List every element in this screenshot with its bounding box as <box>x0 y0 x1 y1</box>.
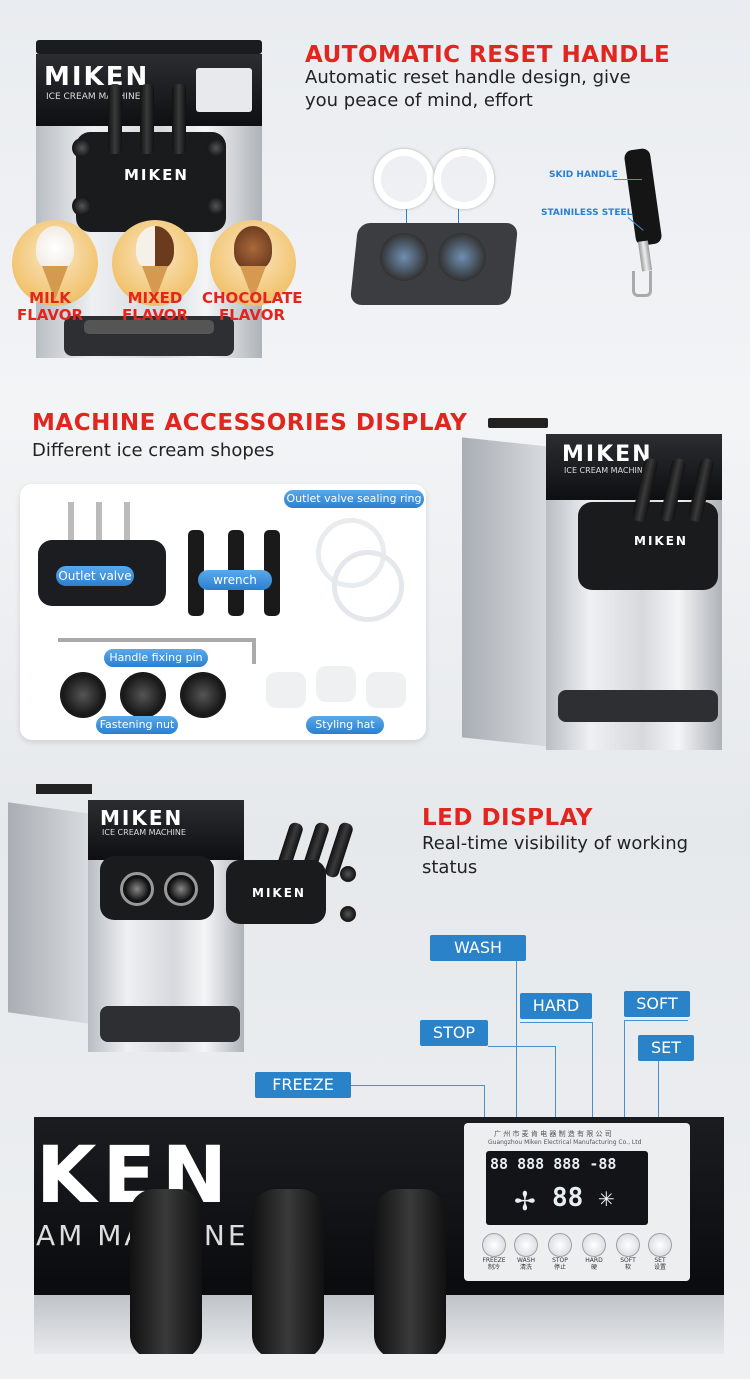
set-icon <box>648 1233 672 1257</box>
flavor-label-milk: MILK FLAVOR <box>16 289 84 324</box>
label-hard: HARD <box>520 993 592 1019</box>
panel-button-set[interactable]: SET 设置 <box>644 1233 676 1271</box>
panel-button-hard[interactable]: HARD 硬 <box>578 1233 610 1271</box>
handle-block-image: MIKEN <box>222 818 360 930</box>
stainless-steel-label: STAINILESS STEEL <box>541 208 633 218</box>
label-stop: STOP <box>420 1020 488 1046</box>
tag-fixing-pin: Handle fixing pin <box>104 649 208 667</box>
led-digits-mid: 88 <box>552 1183 584 1213</box>
tag-styling-hat: Styling hat <box>306 716 384 734</box>
tag-wrench: wrench <box>198 570 272 590</box>
machine2-panel-logo: MIKEN <box>634 534 688 548</box>
section2-subtitle: Different ice cream shopes <box>32 440 275 461</box>
machine-panel-logo: MIKEN <box>124 166 189 184</box>
section1-title: AUTOMATIC RESET HANDLE <box>305 42 671 68</box>
tag-fastening-nut: Fastening nut <box>96 716 178 734</box>
led-screen: 88 888 888 -88 ✢ 88 ✳ <box>486 1151 648 1225</box>
fan-icon: ✢ <box>514 1187 536 1217</box>
cone-mixed-image <box>112 220 198 306</box>
cone-milk-image <box>12 220 98 306</box>
panel-button-soft[interactable]: SOFT 软 <box>612 1233 644 1271</box>
label-soft: SOFT <box>624 991 690 1017</box>
machine-logo-sub: ICE CREAM MACHINE <box>46 92 141 102</box>
section3-subtitle: Real-time visibility of working status <box>422 833 689 878</box>
hard-icon <box>582 1233 606 1257</box>
control-panel: 广 州 市 麦 肯 电 器 制 造 有 限 公 司 Guangzhou Mike… <box>464 1123 690 1281</box>
machine-logo: MIKEN <box>44 62 150 92</box>
label-freeze: FREEZE <box>255 1072 351 1098</box>
flavor-label-mixed: MIXED FLAVOR <box>121 289 189 324</box>
label-wash: WASH <box>430 935 526 961</box>
tag-sealing-ring: Outlet valve sealing ring <box>284 490 424 508</box>
stop-icon <box>548 1233 572 1257</box>
closeup-panel-image: KEN AM MACHINE 广 州 市 麦 肯 电 器 制 造 有 限 公 司… <box>34 1117 724 1354</box>
led-digits-top: 88 888 888 -88 <box>490 1155 617 1173</box>
section2-title: MACHINE ACCESSORIES DISPLAY <box>32 410 468 436</box>
freeze-icon <box>482 1233 506 1257</box>
machine-image-1: MIKEN ICE CREAM MACHINE MIKEN <box>28 40 268 358</box>
wash-icon <box>514 1233 538 1257</box>
accessories-card: Outlet valve wrench Outlet valve sealing… <box>20 484 426 740</box>
panel-company-en: Guangzhou Miken Electrical Manufacturing… <box>488 1139 642 1146</box>
machine-image-3: MIKEN ICE CREAM MACHINE <box>8 784 244 1054</box>
tag-outlet-valve: Outlet valve <box>56 566 134 586</box>
valve-diagram <box>349 145 525 315</box>
machine-image-2: MIKEN ICE CREAM MACHINE MIKEN <box>458 418 728 754</box>
section1-subtitle: Automatic reset handle design, give you … <box>305 67 631 111</box>
machine2-logo-sub: ICE CREAM MACHINE <box>564 466 648 475</box>
skid-handle-label: SKID HANDLE <box>549 170 618 180</box>
handle-diagram <box>540 145 700 305</box>
snowflake-icon: ✳ <box>598 1187 615 1211</box>
machine3-logo: MIKEN <box>100 806 184 830</box>
handle-block-logo: MIKEN <box>252 886 306 900</box>
label-set: SET <box>638 1035 694 1061</box>
section3-title: LED DISPLAY <box>422 805 593 831</box>
cone-chocolate-image <box>210 220 296 306</box>
panel-company-cn: 广 州 市 麦 肯 电 器 制 造 有 限 公 司 <box>494 1130 612 1138</box>
soft-icon <box>616 1233 640 1257</box>
panel-button-stop[interactable]: STOP 停止 <box>544 1233 576 1271</box>
flavor-label-chocolate: CHOCOLATE FLAVOR <box>202 289 303 324</box>
panel-button-wash[interactable]: WASH 清洗 <box>510 1233 542 1271</box>
machine2-logo: MIKEN <box>562 442 653 467</box>
panel-button-freeze[interactable]: FREEZE 制冷 <box>478 1233 510 1271</box>
machine3-logo-sub: ICE CREAM MACHINE <box>102 828 186 837</box>
